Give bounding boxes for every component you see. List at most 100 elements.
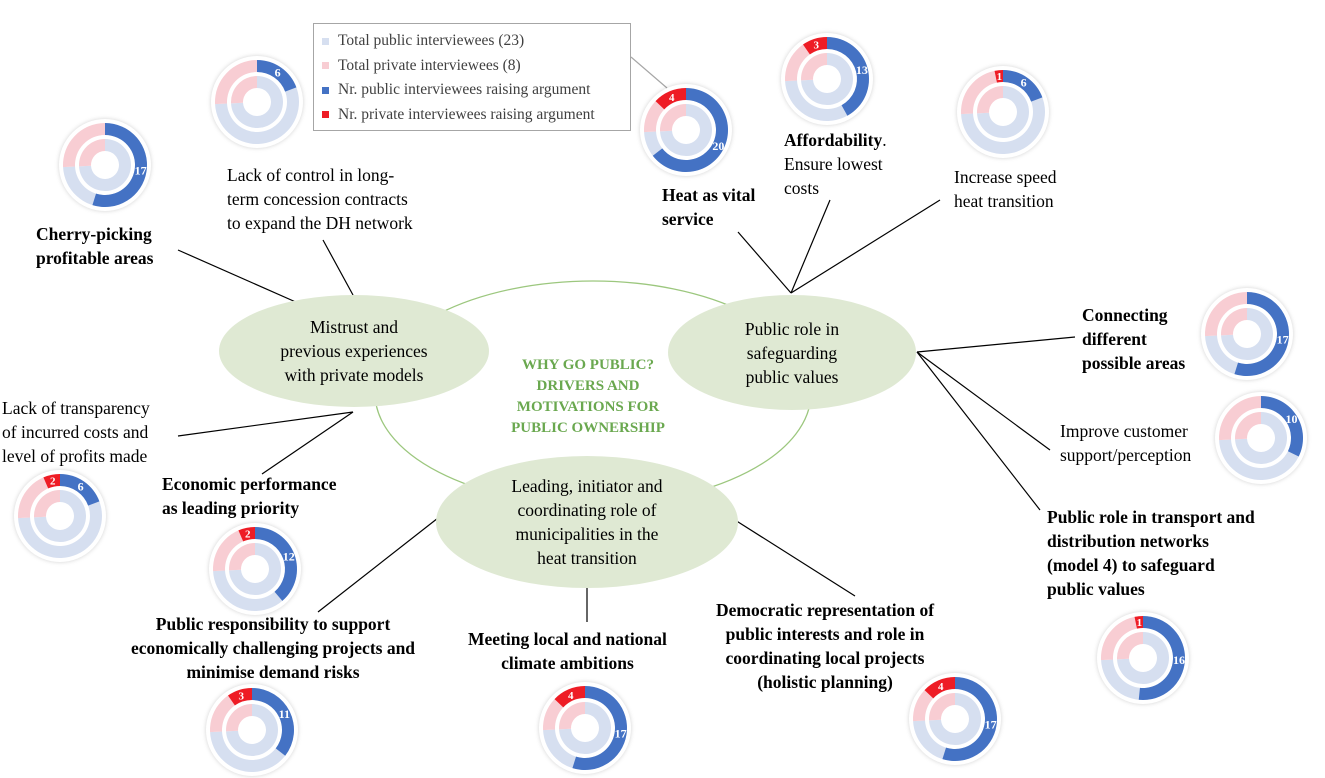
public-count-label: 12 bbox=[283, 549, 295, 563]
donut-customer-support: 10 bbox=[1215, 392, 1307, 484]
donut-democratic-representation: 174 bbox=[909, 673, 1001, 765]
donut-cherry-picking: 17 bbox=[59, 119, 151, 211]
outer-private-total bbox=[961, 70, 1003, 115]
donut-public-responsibility: 113 bbox=[206, 684, 298, 776]
label-heat-vital: Heat as vital service bbox=[662, 185, 756, 229]
private-count-label: 2 bbox=[245, 529, 251, 541]
public-raising-arc bbox=[252, 688, 294, 756]
public-raising-arc bbox=[1261, 396, 1303, 457]
inner-private-total bbox=[33, 490, 60, 518]
inner-private-total bbox=[1220, 308, 1247, 336]
outer-private-total bbox=[63, 123, 105, 168]
inner-public-total bbox=[1117, 632, 1169, 685]
outer-private-total bbox=[1101, 616, 1143, 661]
label-transport-networks: Public role in transport and distributio… bbox=[1047, 507, 1255, 599]
public-raising-arc bbox=[92, 123, 147, 207]
donut-transport-networks: 161 bbox=[1097, 612, 1189, 704]
label-lack-of-control: Lack of control in long- term concession… bbox=[227, 165, 413, 233]
public-count-label: 17 bbox=[1277, 332, 1289, 346]
legend-item: Nr. public interviewees raising argument bbox=[322, 78, 630, 103]
inner-public-total bbox=[801, 53, 853, 106]
donut-economic-performance: 12 2 bbox=[209, 523, 301, 615]
legend-swatch bbox=[322, 111, 329, 119]
legend-item: Total public interviewees (23) bbox=[322, 29, 630, 54]
public-raising-arc bbox=[1003, 69, 1043, 102]
legend-item: Nr. private interviewees raising argumen… bbox=[322, 103, 630, 128]
inner-private-total bbox=[559, 702, 585, 730]
donut-connecting-areas: 17 bbox=[1201, 288, 1293, 380]
public-count-label: 17 bbox=[985, 717, 997, 731]
public-count-label: 10 bbox=[1286, 412, 1298, 426]
label-climate-ambitions: Meeting local and national climate ambit… bbox=[468, 629, 667, 673]
public-raising-arc bbox=[827, 37, 870, 116]
legend-item: Total private interviewees (8) bbox=[322, 54, 630, 79]
donut-heat-vital: 204 bbox=[640, 84, 732, 176]
connector-lack-of-transparency bbox=[177, 411, 354, 437]
legend-swatch bbox=[322, 86, 329, 94]
connector-cherry-picking bbox=[177, 249, 299, 304]
inner-private-total bbox=[229, 543, 255, 571]
inner-private-total bbox=[1234, 412, 1261, 440]
private-raising-arc bbox=[924, 677, 955, 699]
private-count-label: 1 bbox=[997, 71, 1003, 83]
public-count-label: 13 bbox=[856, 63, 868, 77]
donut-increase-speed: 61 bbox=[957, 66, 1049, 158]
inner-public-total bbox=[977, 86, 1030, 139]
private-raising-arc bbox=[43, 474, 60, 489]
legend-label: Nr. private interviewees raising argumen… bbox=[338, 105, 595, 123]
inner-private-total bbox=[660, 104, 686, 132]
connector-increase-speed bbox=[790, 199, 941, 294]
public-count-label: 6 bbox=[78, 479, 84, 493]
label-public-responsibility: Public responsibility to support economi… bbox=[131, 614, 416, 682]
public-raising-arc bbox=[652, 88, 729, 173]
inner-private-total bbox=[929, 693, 955, 721]
label-customer-support: Improve customer support/perception bbox=[1060, 421, 1192, 465]
connector-affordability bbox=[790, 199, 831, 294]
inner-private-total bbox=[79, 139, 105, 167]
legend-swatch bbox=[322, 37, 329, 45]
private-count-label: 4 bbox=[568, 690, 574, 702]
inner-public-total bbox=[929, 693, 982, 745]
connector-public-responsibility bbox=[317, 517, 439, 613]
legend-label: Total public interviewees (23) bbox=[338, 32, 525, 50]
center-title: WHY GO PUBLIC? DRIVERS AND MOTIVATIONS F… bbox=[511, 357, 665, 436]
private-raising-arc bbox=[228, 688, 252, 706]
private-count-label: 2 bbox=[50, 476, 56, 488]
public-count-label: 17 bbox=[615, 726, 627, 740]
donut-lack-of-control: 6 bbox=[211, 56, 303, 148]
label-affordability-rest: . Ensure lowest costs bbox=[784, 130, 887, 198]
inner-public-total bbox=[1221, 308, 1273, 361]
inner-public-total bbox=[226, 704, 278, 756]
label-democratic-representation: Democratic representation of public inte… bbox=[716, 600, 935, 692]
connector-heat-vital bbox=[737, 231, 792, 294]
private-raising-arc bbox=[994, 70, 1003, 83]
public-count-label: 16 bbox=[1173, 653, 1185, 667]
inner-private-total bbox=[977, 86, 1003, 114]
private-raising-arc bbox=[238, 527, 255, 542]
public-raising-arc bbox=[942, 677, 997, 761]
inner-public-total bbox=[660, 104, 712, 157]
private-count-label: 3 bbox=[238, 691, 244, 703]
public-raising-arc bbox=[255, 527, 298, 601]
legend-swatch bbox=[322, 62, 329, 70]
public-raising-arc bbox=[60, 474, 100, 506]
legend: Total public interviewees (23) Total pri… bbox=[313, 23, 631, 131]
public-raising-arc bbox=[257, 60, 297, 92]
connector-transport-networks bbox=[916, 351, 1041, 511]
connector-lack-of-control bbox=[322, 239, 354, 296]
public-count-label: 20 bbox=[712, 139, 724, 153]
hub-mistrust: Mistrust and previous experiences with p… bbox=[219, 295, 489, 407]
public-count-label: 6 bbox=[1021, 75, 1027, 89]
private-raising-arc bbox=[554, 686, 585, 708]
outer-private-total bbox=[1205, 292, 1247, 337]
inner-private-total bbox=[801, 53, 827, 81]
connector-economic-performance bbox=[261, 411, 354, 475]
label-increase-speed: Increase speed heat transition bbox=[954, 167, 1057, 211]
public-raising-arc bbox=[1234, 292, 1289, 376]
label-connecting-areas: Connecting different possible areas bbox=[1082, 305, 1186, 373]
private-raising-arc bbox=[803, 37, 827, 55]
inner-private-total bbox=[226, 704, 252, 732]
label-affordability-bold: Affordability bbox=[784, 130, 883, 150]
label-economic-performance: Economic performance as leading priority bbox=[162, 474, 337, 518]
